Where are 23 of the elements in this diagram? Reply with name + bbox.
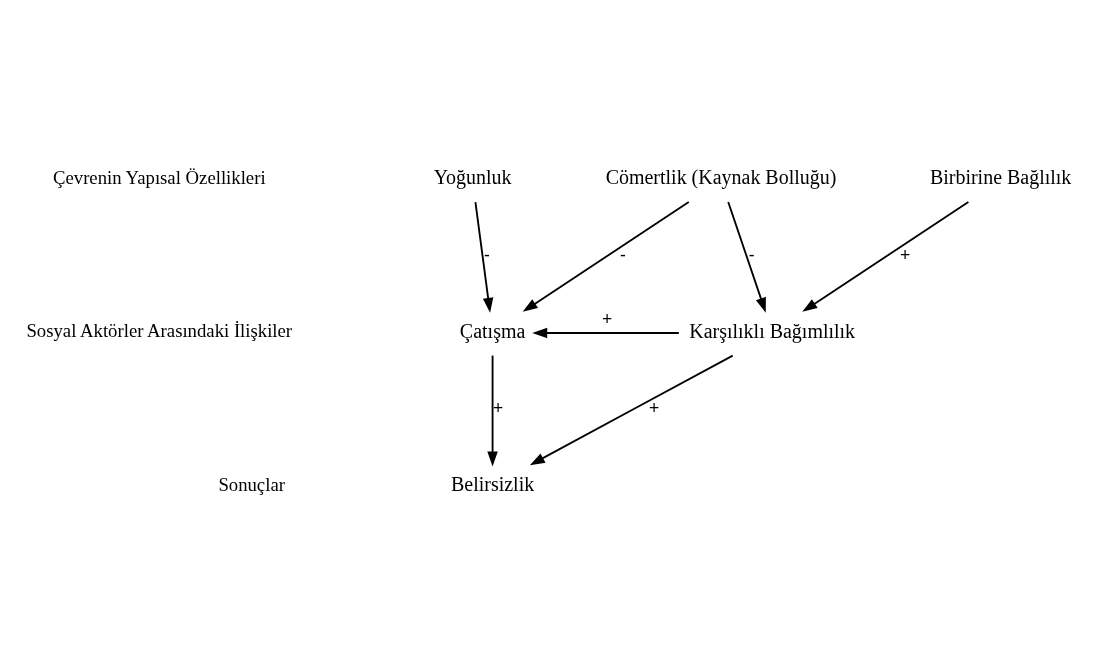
edge-label: - bbox=[748, 244, 755, 265]
node-text: Belirsizlik bbox=[450, 473, 535, 496]
node-text: Karşılıklı Bağımlılık bbox=[689, 319, 856, 342]
arrow bbox=[802, 201, 970, 312]
node-text: Cömertlik (Kaynak Bolluğu) bbox=[605, 166, 837, 189]
label: Sosyal Aktörler Arasındaki İlişkiler bbox=[26, 320, 293, 342]
arrow bbox=[529, 354, 734, 466]
arrow bbox=[727, 201, 766, 313]
edge-label: + bbox=[493, 398, 504, 419]
arrow bbox=[487, 354, 498, 467]
edge-label: + bbox=[649, 398, 660, 419]
edge-label: - bbox=[620, 244, 626, 265]
arrow bbox=[522, 201, 690, 312]
arrow bbox=[474, 201, 494, 313]
arrow bbox=[532, 327, 680, 339]
node-text: Yoğunluk bbox=[433, 166, 512, 189]
node-text: Birbirine Bağlılık bbox=[929, 166, 1072, 189]
edge-label: + bbox=[602, 308, 613, 329]
edge-label: + bbox=[900, 244, 911, 265]
edge-label: - bbox=[484, 244, 490, 265]
label: Çevrenin Yapısal Özellikleri bbox=[52, 166, 266, 188]
node-text: Çatışma bbox=[459, 319, 526, 342]
label: Sonuçlar bbox=[218, 473, 285, 495]
